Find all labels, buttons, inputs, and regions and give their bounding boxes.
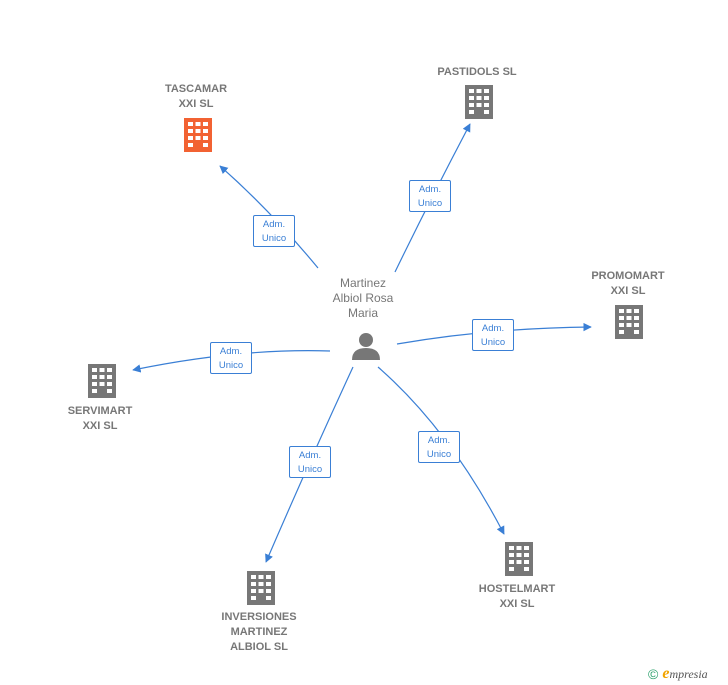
company-label-tascamar[interactable]: TASCAMAR XXI SL [164, 83, 228, 110]
company-label-promomart[interactable]: PROMOMART XXI SL [591, 270, 665, 297]
edge-label-promomart: Adm. Unico [472, 319, 514, 351]
company-label-inversiones[interactable]: INVERSIONES MARTINEZ ALBIOL SL [221, 611, 297, 653]
building-icon-pastidols[interactable] [465, 85, 493, 119]
copyright-icon: © [648, 666, 659, 682]
empresia-logo: empresia [662, 665, 707, 683]
edge-label-hostelmart: Adm. Unico [418, 431, 460, 463]
center-person-label[interactable]: Martinez Albiol Rosa Maria [332, 276, 394, 320]
person-icon[interactable] [352, 333, 380, 360]
edge-label-pastidols: Adm. Unico [409, 180, 451, 212]
empresia-footer: © empresia [648, 664, 708, 684]
edge-tascamar [219, 165, 319, 269]
empresia-logo-initial: e [662, 665, 670, 682]
empresia-logo-text: mpresia [669, 667, 708, 681]
edge-label-servimart: Adm. Unico [210, 342, 252, 374]
edge-label-inversiones: Adm. Unico [289, 446, 331, 478]
building-icon-inversiones[interactable] [247, 571, 275, 605]
company-label-pastidols[interactable]: PASTIDOLS SL [437, 66, 517, 78]
building-icon-promomart[interactable] [615, 305, 643, 339]
company-label-hostelmart[interactable]: HOSTELMART XXI SL [478, 583, 556, 610]
building-icon-hostelmart[interactable] [505, 542, 533, 576]
edge-label-tascamar: Adm. Unico [253, 215, 295, 247]
building-icon-servimart[interactable] [88, 364, 116, 398]
company-label-servimart[interactable]: SERVIMART XXI SL [67, 405, 133, 432]
building-icon-tascamar[interactable] [184, 118, 212, 152]
